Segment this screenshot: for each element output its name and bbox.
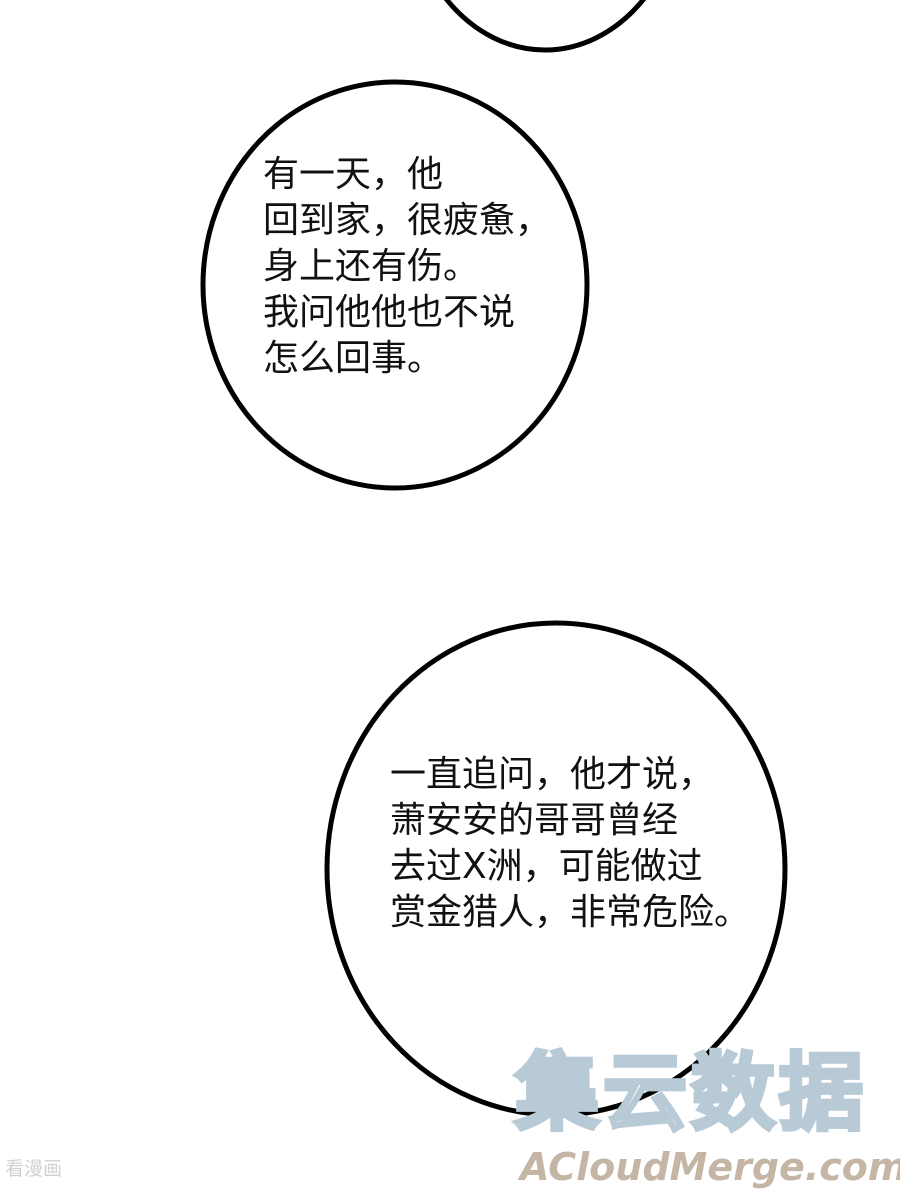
text-line: 怎么回事。 (263, 338, 444, 379)
speech-bubble-2 (324, 620, 788, 1118)
text-line: 有一天，他 (263, 154, 444, 195)
bubble-1-text: 有一天，他回到家，很疲惫， 身上还有伤。我问他他也不说怎么回事。 (263, 152, 551, 382)
text-line: 赏金猎人，非常危险。 (390, 892, 751, 933)
text-line: 萧安安的哥哥曾经 (390, 800, 679, 841)
watermark-english: ACloudMerge.com (520, 1145, 900, 1189)
watermark-site: 看漫画 (5, 1158, 63, 1180)
bubble-2-text: 一直追问，他才说， 萧安安的哥哥曾经去过X洲，可能做过赏金猎人，非常危险。 (390, 752, 750, 936)
text-line: 回到家，很疲惫， (263, 200, 552, 241)
watermark-chinese: 集云数据 (513, 1044, 868, 1142)
text-line: 我问他他也不说 (263, 292, 516, 333)
text-line: 去过X洲，可能做过 (390, 846, 703, 887)
speech-bubble-1 (200, 79, 590, 491)
text-line: 一直追问，他才说， (390, 754, 715, 795)
text-line: 身上还有伤。 (263, 246, 480, 287)
speech-bubble-top-partial (443, 0, 647, 53)
